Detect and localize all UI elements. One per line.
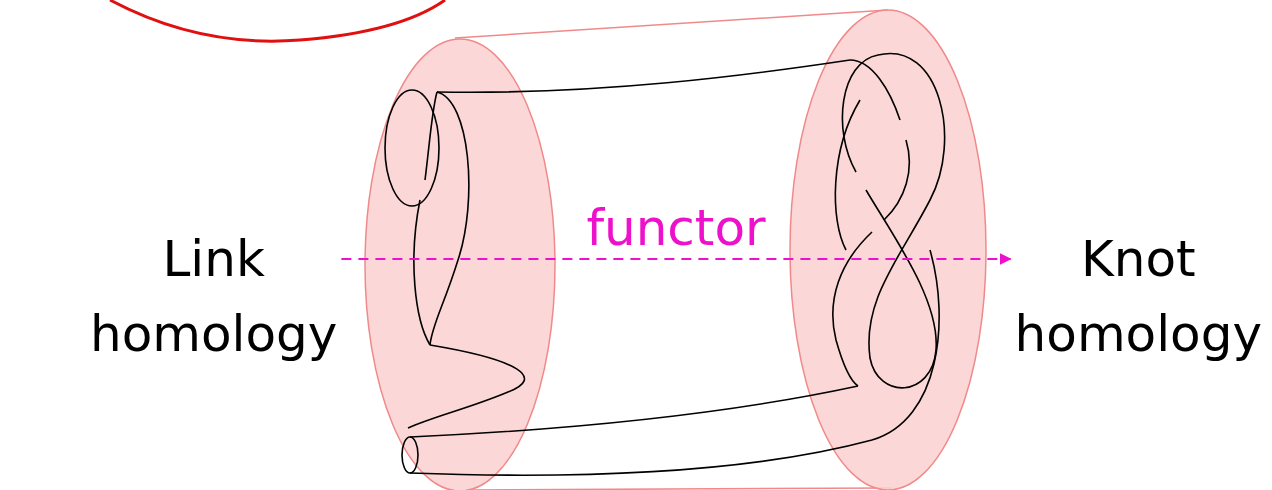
text-node: Link homology [90, 222, 337, 372]
bubble-outline [110, 0, 445, 41]
dashed-arrow [341, 258, 1010, 260]
tube-edge [468, 488, 892, 490]
right-disk [790, 10, 986, 490]
edge-label: functor [586, 200, 765, 256]
node-label: Knot homology [1015, 222, 1262, 372]
left-disk [365, 39, 555, 490]
link-and-knot [385, 53, 945, 475]
text-node: Knot homology [1015, 222, 1262, 372]
node-label: Link homology [90, 222, 337, 372]
tube-edge [455, 10, 888, 38]
